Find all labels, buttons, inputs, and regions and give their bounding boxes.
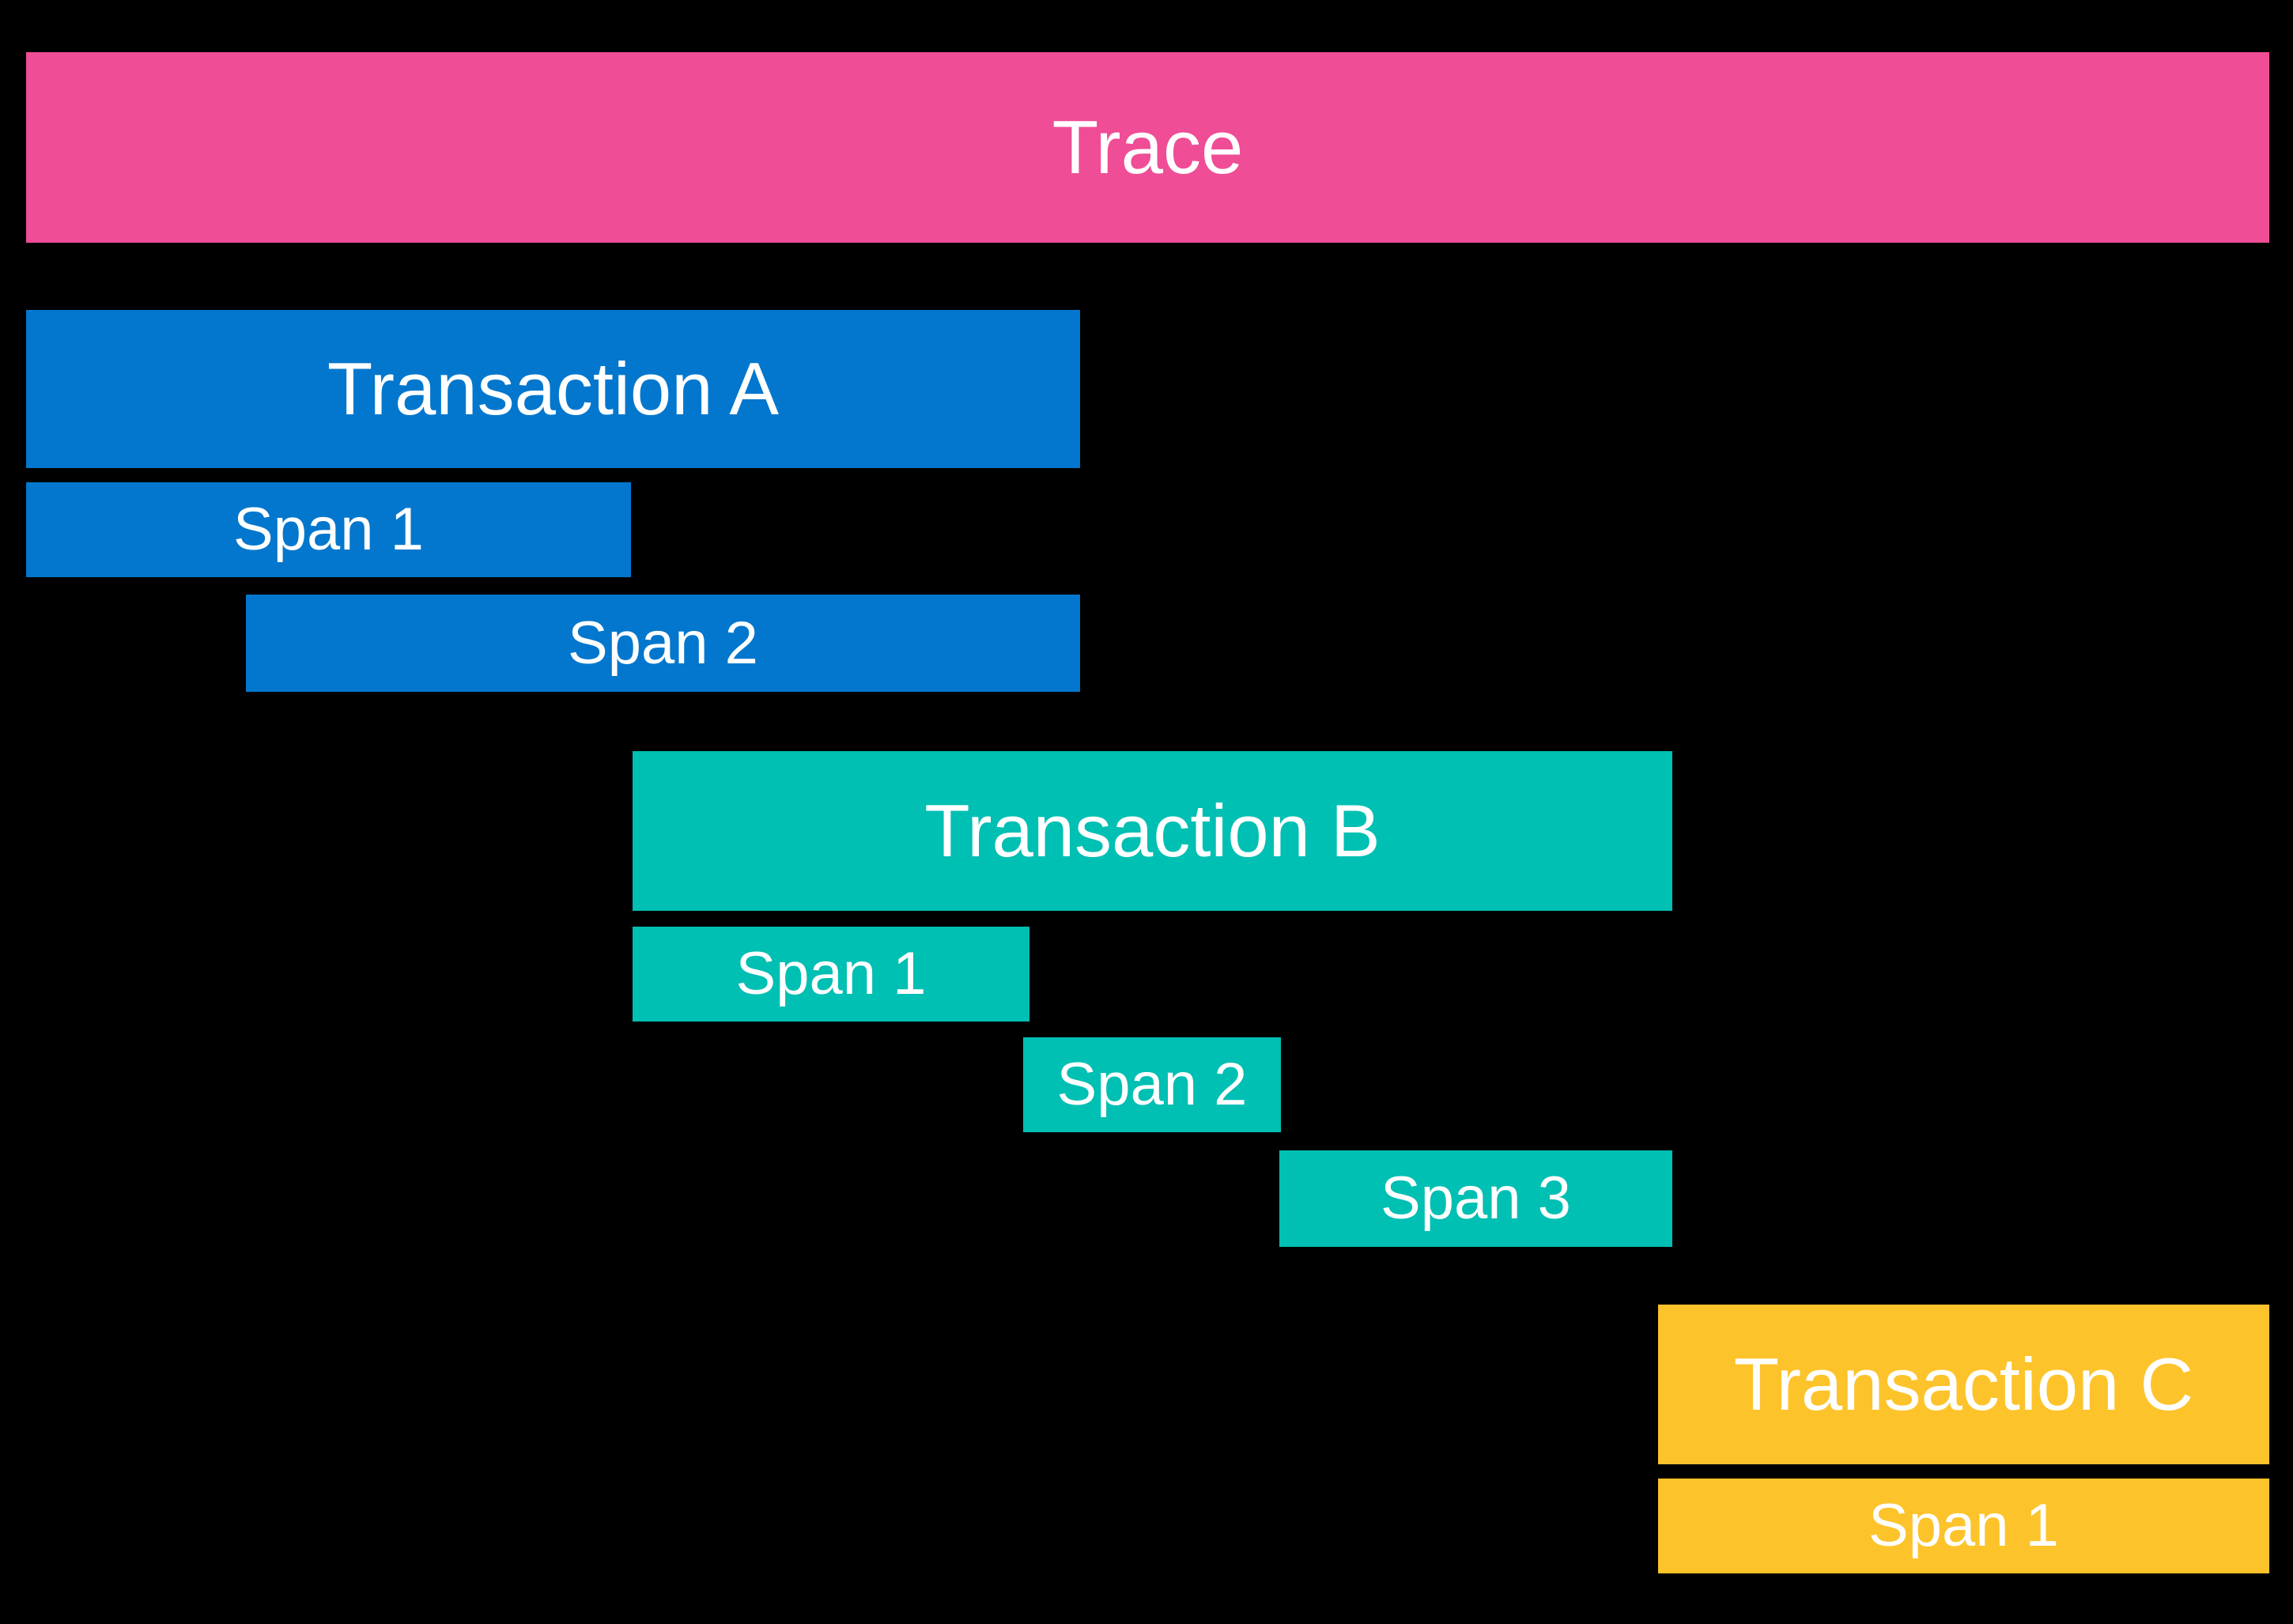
transaction-a-span-2-bar: Span 2 [246, 595, 1080, 692]
transaction-c-span-1-bar: Span 1 [1658, 1479, 2269, 1573]
transaction-b-bar: Transaction B [633, 751, 1672, 911]
trace-bar: Trace [26, 52, 2269, 243]
transaction-a-bar: Transaction A [26, 310, 1080, 468]
transaction-b-span-2-bar: Span 2 [1023, 1037, 1281, 1132]
transaction-b-span-3-bar: Span 3 [1279, 1150, 1672, 1247]
transaction-b-span-1-bar: Span 1 [633, 927, 1029, 1022]
transaction-a-span-1-bar: Span 1 [26, 482, 631, 577]
transaction-c-bar: Transaction C [1658, 1305, 2269, 1464]
